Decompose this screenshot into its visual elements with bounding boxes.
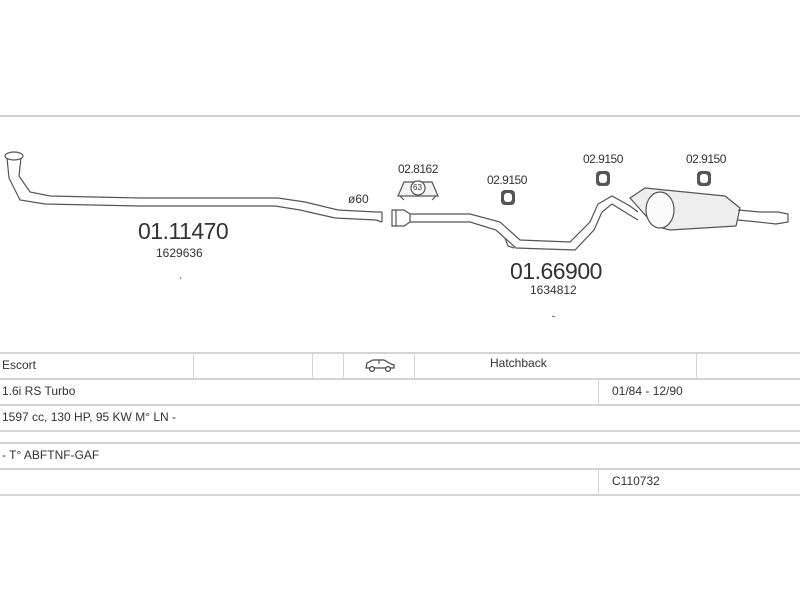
spec-row-catalogue: C110732 — [0, 468, 800, 496]
type-codes: - T° ABFTNF-GAF — [2, 448, 100, 462]
spec-row-variant: 1.6i RS Turbo 01/84 - 12/90 — [0, 378, 800, 404]
hanger-drawing-1[interactable] — [501, 190, 515, 205]
spec-row-spacer — [0, 430, 800, 442]
clamp-badge: 63 — [413, 183, 422, 192]
model-name: Escort — [2, 358, 37, 372]
spec-row-engine: 1597 cc, 130 HP, 95 KW M° LN - — [0, 404, 800, 430]
rear-section-part-number: 01.66900 — [510, 258, 602, 284]
hanger-code-3: 02.9150 — [686, 152, 726, 166]
variant: 1.6i RS Turbo — [2, 384, 76, 398]
hanger-drawing-2[interactable] — [596, 171, 610, 186]
diameter-label: ø60 — [348, 192, 369, 206]
hanger-code-2: 02.9150 — [583, 152, 623, 166]
car-side-icon — [364, 357, 396, 376]
production-dates: 01/84 - 12/90 — [612, 384, 683, 398]
catalogue-number: C110732 — [612, 474, 660, 488]
body-type: Hatchback — [490, 356, 547, 370]
front-pipe-part-number: 01.11470 — [138, 218, 229, 244]
exhaust-drawing — [4, 151, 789, 318]
front-pipe-drawing[interactable] — [4, 151, 383, 223]
spec-row-type-codes: - T° ABFTNF-GAF — [0, 442, 800, 468]
exhaust-diagram: 01.11470 1629636 ø60 02.8162 63 01.66900… — [4, 151, 789, 318]
rear-section-drawing[interactable] — [391, 187, 789, 251]
engine-spec: 1597 cc, 130 HP, 95 KW M° LN - — [2, 410, 176, 424]
top-divider — [0, 115, 800, 117]
rear-section-oe-number: 1634812 — [530, 283, 577, 297]
front-pipe-oe-number: 1629636 — [156, 246, 203, 260]
hanger-code-1: 02.9150 — [487, 173, 527, 187]
vehicle-spec-table: Escort Hatchback 1.6i RS Turbo 01/84 - 1… — [0, 352, 800, 496]
hanger-drawing-3[interactable] — [697, 171, 711, 186]
clamp-code: 02.8162 — [398, 162, 438, 176]
spec-row-model: Escort Hatchback — [0, 352, 800, 378]
clamp-drawing[interactable] — [397, 180, 439, 201]
